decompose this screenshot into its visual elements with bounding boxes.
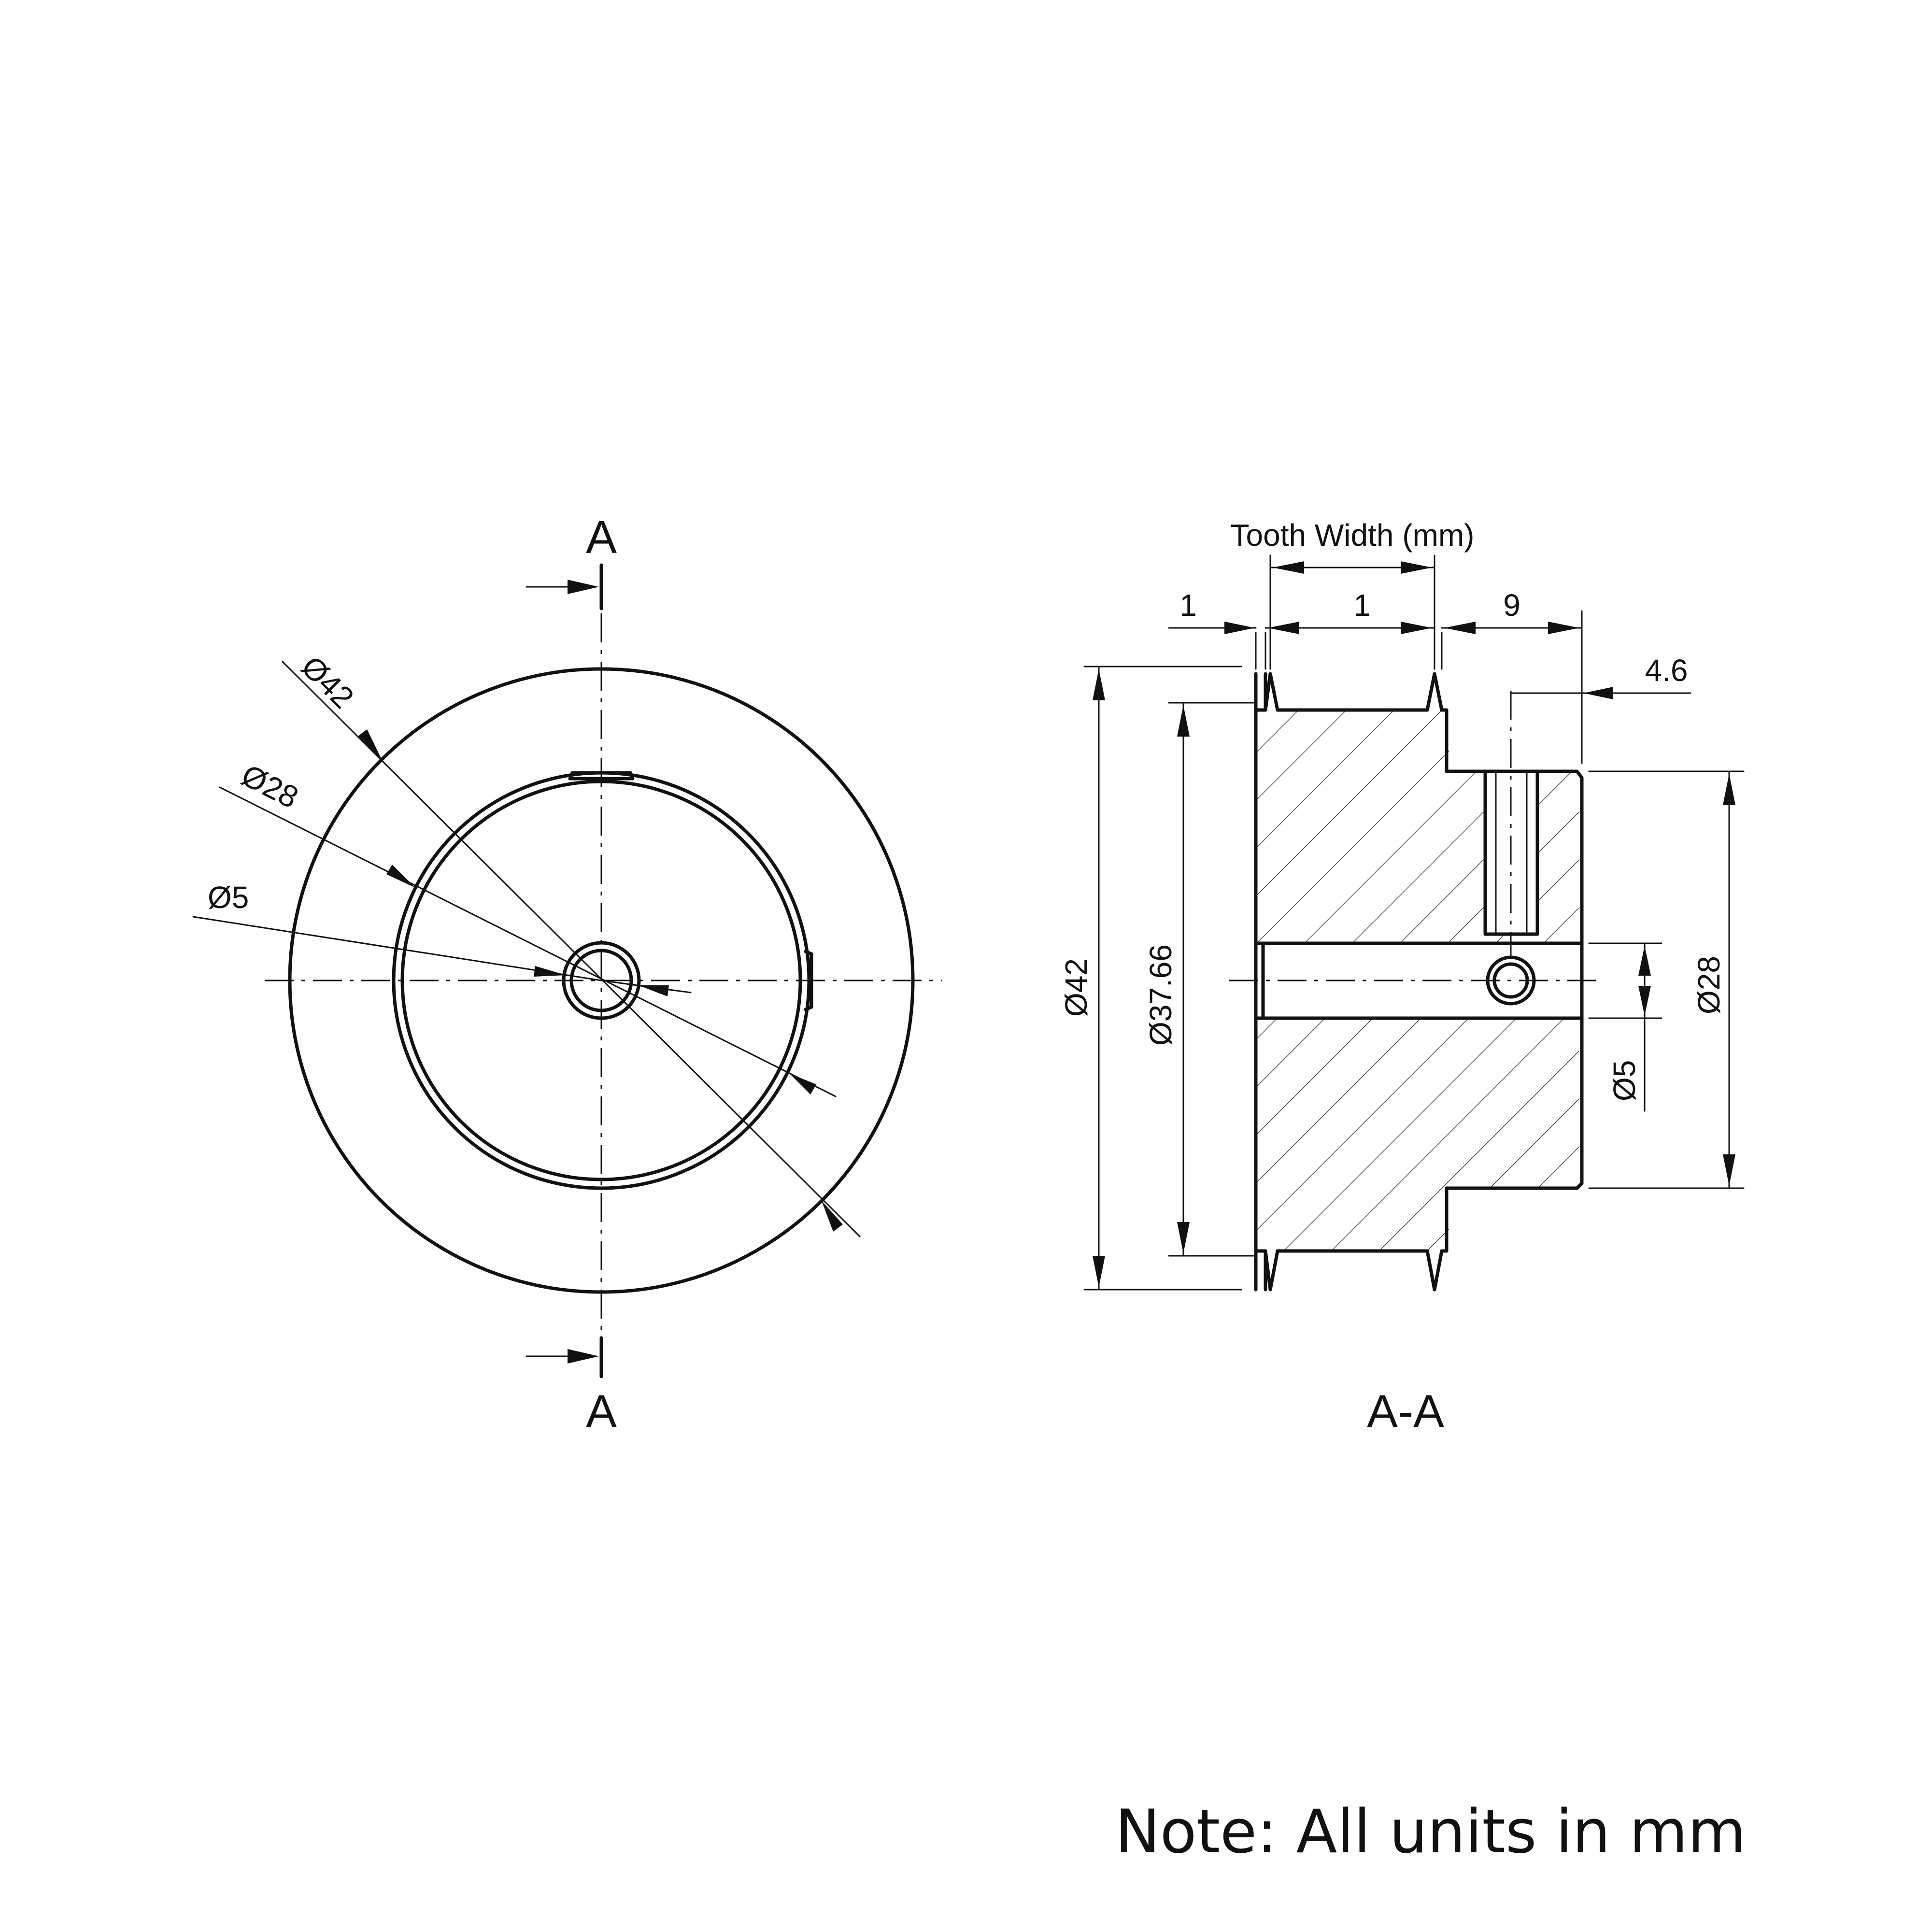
section-dim-tooth: 1 [1353, 588, 1371, 623]
section-label-bottom: A [586, 1386, 617, 1437]
dim-hub-length-arrow-left [1444, 622, 1476, 634]
dim-hub-arrow-top [1723, 774, 1735, 805]
front-view: A A Ø42 Ø28 Ø5 [192, 511, 942, 1437]
outer-flange-circle [288, 667, 915, 1294]
dim-screw-offset-arrow [1583, 687, 1613, 699]
dim-bore-arrow-bottom [1638, 986, 1651, 1016]
section-view: Ø42 Ø37.66 Ø28 Ø5 Tooth Width (mm) [1059, 518, 1745, 1437]
dim-bore-arrow-top [1638, 946, 1651, 976]
leader-outer-diameter [282, 661, 861, 1237]
bore-inner-circle [569, 949, 633, 1012]
section-dim-hub-length: 9 [1503, 588, 1520, 623]
side-screw-mark [804, 950, 813, 1011]
tooth-width-arrow-left [1273, 561, 1304, 574]
dim-tooth-arrow-right [1401, 622, 1432, 634]
front-dim-hub: Ø28 [236, 757, 304, 815]
leader-bore-diameter [192, 916, 602, 981]
dim-outer-arrow-bottom [1093, 1256, 1105, 1287]
tooth-width-arrow-right [1401, 561, 1432, 574]
leader-bore-arrow-1 [534, 966, 566, 977]
top-screw-mark [568, 771, 635, 781]
dim-pitch-arrow-top [1177, 705, 1190, 737]
section-dim-flange-left: 1 [1179, 588, 1197, 623]
section-dim-pitch: Ø37.66 [1143, 944, 1178, 1046]
dim-outer-arrow-top [1093, 669, 1105, 700]
leader-hub-diameter [219, 786, 837, 1097]
section-label-top: A [586, 511, 617, 563]
dim-flange-arrow [1224, 622, 1255, 634]
front-dim-bore: Ø5 [208, 880, 249, 915]
leader-hub-arrow-2 [790, 1074, 816, 1094]
section-arrow-bottom-head [568, 1349, 599, 1364]
dim-pitch-arrow-bottom [1177, 1222, 1190, 1253]
section-dim-hub: Ø28 [1691, 956, 1726, 1014]
section-dim-screw-offset: 4.6 [1645, 653, 1688, 688]
section-dim-outer: Ø42 [1059, 958, 1094, 1017]
dim-tooth-arrow-left [1268, 622, 1299, 634]
leader-bore-arrow-2 [639, 985, 669, 996]
units-note: Note: All units in mm [1115, 1797, 1746, 1867]
section-title: A-A [1367, 1386, 1444, 1437]
front-dim-outer: Ø42 [295, 649, 360, 715]
tooth-width-label: Tooth Width (mm) [1231, 518, 1475, 553]
section-dim-bore: Ø5 [1607, 1060, 1642, 1101]
dim-hub-arrow-bottom [1723, 1154, 1735, 1186]
leader-outer-arrow-2 [822, 1201, 843, 1232]
bore-outer-circle [562, 941, 641, 1020]
leader-outer-arrow-1 [357, 729, 382, 759]
leader-hub-arrow-1 [386, 865, 415, 888]
hub-inner-circle [400, 780, 802, 1181]
section-arrow-top-head [568, 580, 599, 594]
dim-hub-length-arrow-right [1548, 622, 1579, 634]
